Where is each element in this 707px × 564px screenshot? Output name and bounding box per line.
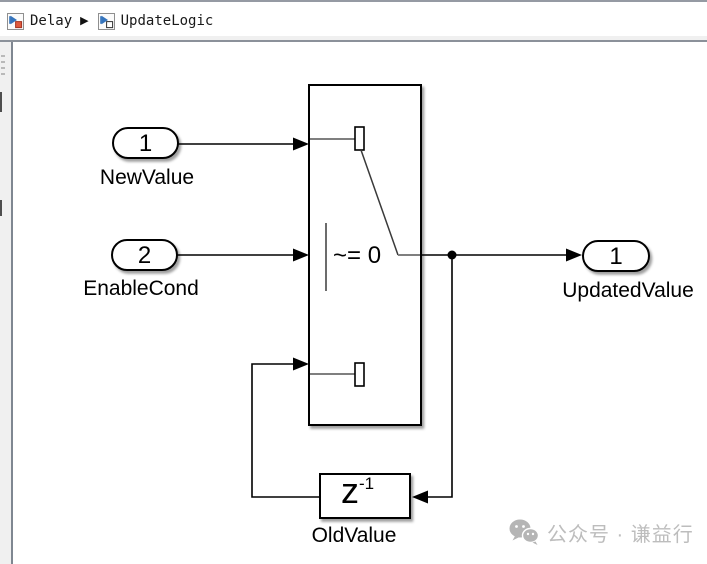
arrowhead-delay-input <box>412 490 428 504</box>
breadcrumb-label-delay[interactable]: Delay <box>30 12 73 29</box>
delay-block[interactable] <box>319 473 411 519</box>
delay-symbol-exponent: -1 <box>359 474 374 493</box>
palette-strip <box>0 42 13 564</box>
arrowhead-feedback <box>293 357 309 371</box>
icon-arrow-tail <box>9 15 11 24</box>
switch-arm <box>360 149 399 256</box>
delay-label-oldvalue[interactable]: OldValue <box>312 524 397 547</box>
inport-label-enablecond[interactable]: EnableCond <box>83 277 199 300</box>
palette-mark <box>0 200 2 216</box>
breadcrumb-label-updatelogic[interactable]: UpdateLogic <box>120 12 214 29</box>
watermark-text: 公众号 · 谦益行 <box>547 523 694 546</box>
inport-label-newvalue[interactable]: NewValue <box>100 166 194 189</box>
arrowhead-newvalue <box>293 137 309 151</box>
simulink-model-icon <box>7 12 24 30</box>
icon-arrow-head <box>101 15 108 24</box>
breadcrumb-item-delay[interactable]: Delay <box>7 12 73 30</box>
inport-block-newvalue[interactable] <box>112 127 179 159</box>
delay-symbol-base: z <box>341 470 359 511</box>
outport-block-updatedvalue[interactable] <box>582 240 650 272</box>
icon-arrow-tail <box>99 15 102 24</box>
icon-block-square <box>105 20 113 28</box>
breadcrumb-bar: Delay ▶ UpdateLogic <box>0 0 707 42</box>
signal-line-feedback[interactable] <box>251 363 320 498</box>
switch-top-contact <box>354 126 365 151</box>
simulink-subsystem-icon <box>97 12 115 30</box>
switch-threshold-label: ~= 0 <box>333 242 381 269</box>
branch-dot <box>447 250 457 260</box>
palette-mark <box>1 67 5 69</box>
arrowhead-updatedvalue <box>566 248 582 262</box>
outport-label-updatedvalue[interactable]: UpdatedValue <box>562 279 694 302</box>
watermark: 公众号 · 谦益行 <box>508 517 694 547</box>
inport-number-newvalue: 1 <box>139 130 152 157</box>
icon-arrow-head <box>10 15 17 24</box>
switch-bottom-contact <box>354 362 365 387</box>
arrowhead-enablecond <box>293 248 309 262</box>
outport-number-updatedvalue: 1 <box>609 243 622 270</box>
inport-number-enablecond: 2 <box>138 242 151 269</box>
breadcrumb-bottom-strip <box>0 36 707 40</box>
palette-mark <box>0 92 2 112</box>
wechat-icon <box>508 517 540 547</box>
breadcrumb-separator-icon: ▶ <box>80 14 89 27</box>
breadcrumb-item-updatelogic[interactable]: UpdateLogic <box>97 12 214 30</box>
palette-mark <box>1 55 5 57</box>
palette-mark <box>1 61 5 63</box>
palette-mark <box>1 73 5 75</box>
icon-block-square <box>15 20 23 28</box>
signal-line-branch-to-delay[interactable] <box>428 257 453 498</box>
